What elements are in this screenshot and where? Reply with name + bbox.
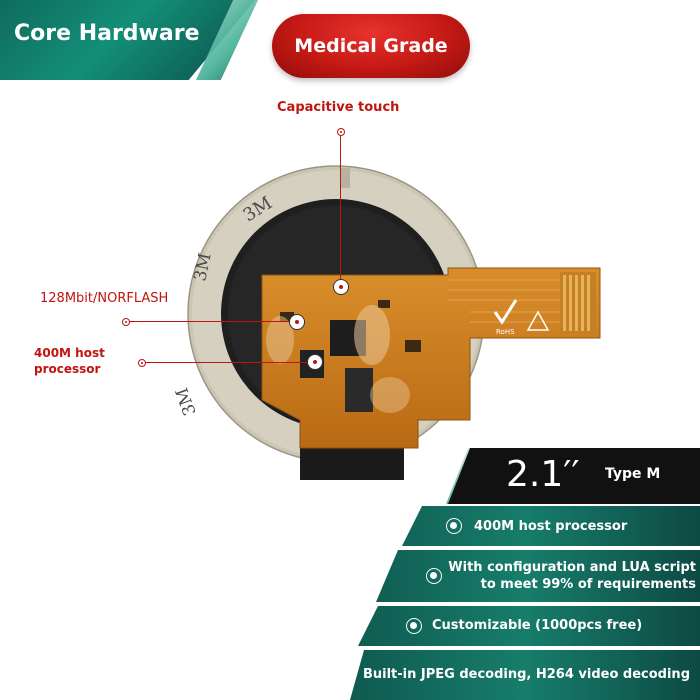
feature-row: With configuration and LUA script to mee… xyxy=(350,550,700,602)
spec-panel: 2.1′′ Type M 400M host processor With co… xyxy=(350,448,700,700)
leader-line xyxy=(129,321,297,323)
feature-text: With configuration and LUA script to mee… xyxy=(448,559,696,593)
feature-row: Customizable (1000pcs free) xyxy=(350,606,700,646)
callout-host-processor-line2: processor xyxy=(34,362,101,376)
screen-size: 2.1′′ xyxy=(506,454,580,495)
leader-line xyxy=(340,132,342,284)
callout-marker xyxy=(334,280,348,294)
callout-host-processor: 400M host processor xyxy=(34,345,105,377)
feature-bullet-icon xyxy=(446,518,462,534)
rohs-mark: RoHS xyxy=(496,328,515,336)
feature-text-line2: to meet 99% of requirements xyxy=(480,577,696,592)
adhesive-mark: 3M xyxy=(172,385,200,418)
callout-dot xyxy=(138,359,146,367)
feature-text-line1: With configuration and LUA script xyxy=(448,560,696,575)
callout-marker xyxy=(308,355,322,369)
feature-text: 400M host processor xyxy=(474,519,628,534)
callout-dot xyxy=(122,318,130,326)
feature-text: Customizable (1000pcs free) xyxy=(432,618,643,633)
callout-host-processor-line1: 400M host xyxy=(34,346,105,360)
callout-dot xyxy=(337,128,345,136)
banner-title: Core Hardware xyxy=(14,21,200,46)
medical-grade-label: Medical Grade xyxy=(294,35,448,57)
medical-grade-badge: Medical Grade xyxy=(272,14,470,78)
screen-type: Type M xyxy=(605,466,661,482)
callout-marker xyxy=(290,315,304,329)
feature-row: Built-in JPEG decoding, H264 video decod… xyxy=(350,650,700,700)
callout-capacitive-touch: Capacitive touch xyxy=(277,100,400,115)
callout-norflash: 128Mbit/NORFLASH xyxy=(40,291,169,306)
feature-text: Built-in JPEG decoding, H264 video decod… xyxy=(362,667,690,682)
feature-bullet-icon xyxy=(426,568,442,584)
spec-header xyxy=(448,448,700,504)
leader-line xyxy=(145,362,315,364)
flex-connector xyxy=(560,272,596,334)
feature-bullet-icon xyxy=(406,618,422,634)
feature-row: 400M host processor xyxy=(350,506,700,546)
